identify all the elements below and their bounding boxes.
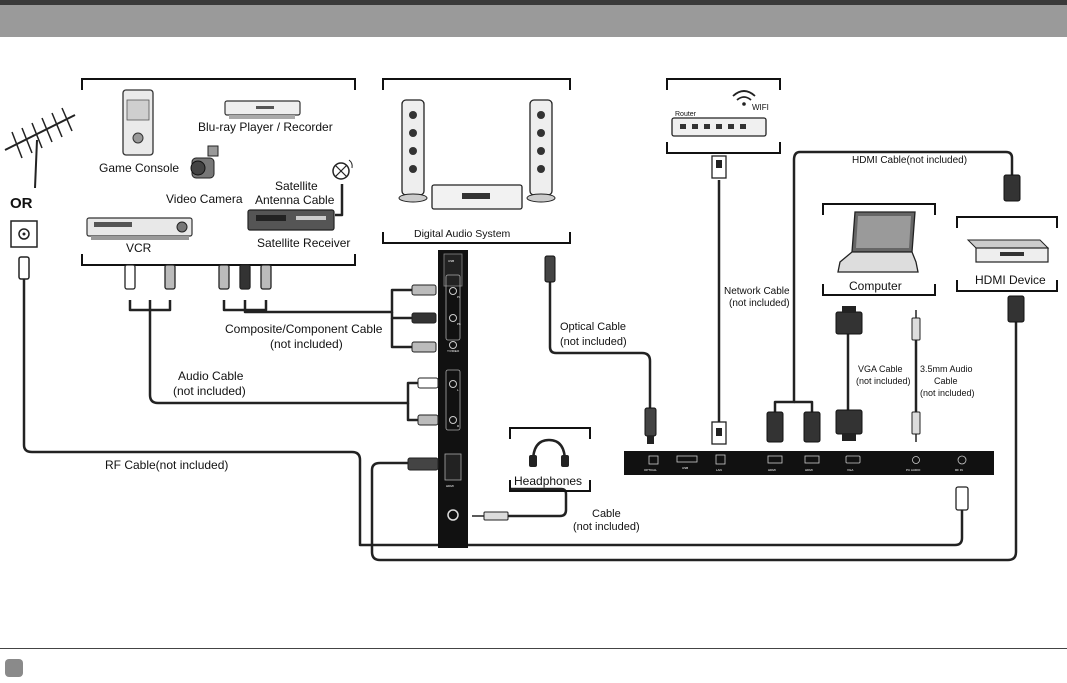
bottom-port-hdmi-2: HDMI: [805, 468, 813, 472]
top-bar: [0, 0, 1067, 5]
audio-cable-label-1: Audio Cable: [178, 369, 244, 383]
headphones-label: Headphones: [514, 474, 582, 488]
satellite-label: Satellite: [275, 179, 318, 193]
wall-outlet-icon: [10, 220, 38, 280]
bluray-player-icon: [224, 100, 301, 119]
bottom-port-usb: USB: [682, 466, 688, 470]
page-marker: [5, 659, 23, 677]
optical-cable-label-1: Optical Cable: [560, 321, 626, 333]
rf-cable-label: RF Cable(not included): [105, 458, 228, 472]
bottom-port-vga: VGA: [847, 468, 853, 472]
hdmi-device-label: HDMI Device: [975, 273, 1046, 287]
satellite-cable-label: Antenna Cable: [255, 193, 335, 207]
audio-cable-label-2: (not included): [173, 384, 246, 398]
wifi-icon: [732, 90, 756, 106]
audio35-label-2: Cable: [934, 376, 958, 386]
headphones-icon: [529, 438, 569, 467]
vga-cable-label-2: (not included): [856, 376, 911, 386]
router-label: Router: [675, 111, 697, 118]
optical-plug-bottom: [644, 407, 657, 444]
bottom-port-hdmi-1: HDMI: [768, 468, 776, 472]
hdmi-cable-label: HDMI Cable(not included): [852, 155, 967, 166]
network-cable-label-1: Network Cable: [724, 286, 790, 297]
hdmi-plug-2: [803, 411, 821, 443]
audio35-plug-bottom: [911, 411, 921, 442]
video-camera-label: Video Camera: [166, 192, 243, 206]
cable-label-1: Cable: [592, 508, 621, 520]
side-port-video: Y/VIDEO: [447, 349, 460, 353]
hdmi-plug-top: [1003, 174, 1021, 202]
hdmi-device-icon: [966, 239, 1050, 263]
vga-plug-bottom: [835, 409, 863, 441]
audio35-label-1: 3.5mm Audio: [920, 364, 973, 374]
rca-plugs-component: [218, 264, 272, 290]
digital-audio-label: Digital Audio System: [414, 228, 511, 240]
or-label: OR: [10, 195, 33, 212]
side-port-usb: USB: [448, 259, 454, 263]
network-plug-top: [711, 155, 727, 179]
optical-plug-top: [544, 255, 556, 283]
cables: [22, 150, 1018, 562]
headphones-bracket: [509, 427, 591, 492]
composite-cable-label-1: Composite/Component Cable: [225, 322, 383, 336]
vcr-icon: [86, 217, 193, 240]
network-plug-bottom: [711, 421, 727, 445]
computer-bracket: [822, 203, 936, 296]
vcr-label: VCR: [126, 241, 152, 255]
hdmi-plug-device: [1007, 295, 1025, 323]
bottom-port-optical: OPTICAL: [644, 468, 657, 472]
hdmi-device-bracket: [956, 216, 1058, 292]
network-cable-label-2: (not included): [729, 298, 790, 309]
headphone-plug: [472, 511, 509, 521]
router-icon: [671, 117, 767, 137]
bottom-port-pc-audio: PC AUDIO: [906, 468, 921, 472]
laptop-icon: [837, 211, 919, 273]
bluray-label: Blu-ray Player / Recorder: [198, 120, 333, 134]
side-port-pb: Pb: [457, 322, 461, 326]
optical-cable-label-2: (not included): [560, 336, 627, 348]
tv-side-panel: [438, 250, 468, 548]
vga-cable-label-1: VGA Cable: [858, 364, 903, 374]
audio35-plug-top: [911, 310, 921, 341]
hdmi-plug-1: [766, 411, 784, 443]
computer-label: Computer: [849, 279, 902, 293]
side-port-hdmi: HDMI: [446, 484, 454, 488]
video-camera-icon: [190, 145, 219, 179]
router-bracket: [666, 78, 781, 154]
bottom-port-rf: RF IN: [955, 468, 963, 472]
wifi-label: WIFI: [752, 103, 769, 112]
bottom-port-lan: LAN: [716, 468, 722, 472]
cable-label-2: (not included): [573, 521, 640, 533]
satellite-receiver-icon: [247, 209, 335, 231]
satellite-receiver-label: Satellite Receiver: [257, 236, 350, 250]
side-port-r: R: [457, 424, 460, 428]
footer-rule: [0, 648, 1067, 649]
header-bar: [0, 5, 1067, 37]
digital-audio-system-icon: [398, 99, 556, 210]
audio-system-bracket: [382, 78, 571, 244]
rf-plug: [955, 486, 969, 511]
side-port-l: L: [457, 388, 459, 392]
audio35-label-3: (not included): [920, 388, 975, 398]
game-console-label: Game Console: [99, 161, 179, 175]
satellite-dish-icon: [332, 159, 353, 180]
vga-plug-top: [835, 306, 863, 335]
device-group-bracket: [81, 78, 356, 266]
rca-plugs-audio: [124, 264, 176, 290]
tv-bottom-panel: [624, 451, 994, 475]
composite-cable-label-2: (not included): [270, 337, 343, 351]
antenna-icon: [4, 107, 76, 189]
side-port-pr: Pr: [457, 295, 460, 299]
side-rca-plugs: [407, 284, 439, 471]
game-console-icon: [122, 89, 154, 156]
